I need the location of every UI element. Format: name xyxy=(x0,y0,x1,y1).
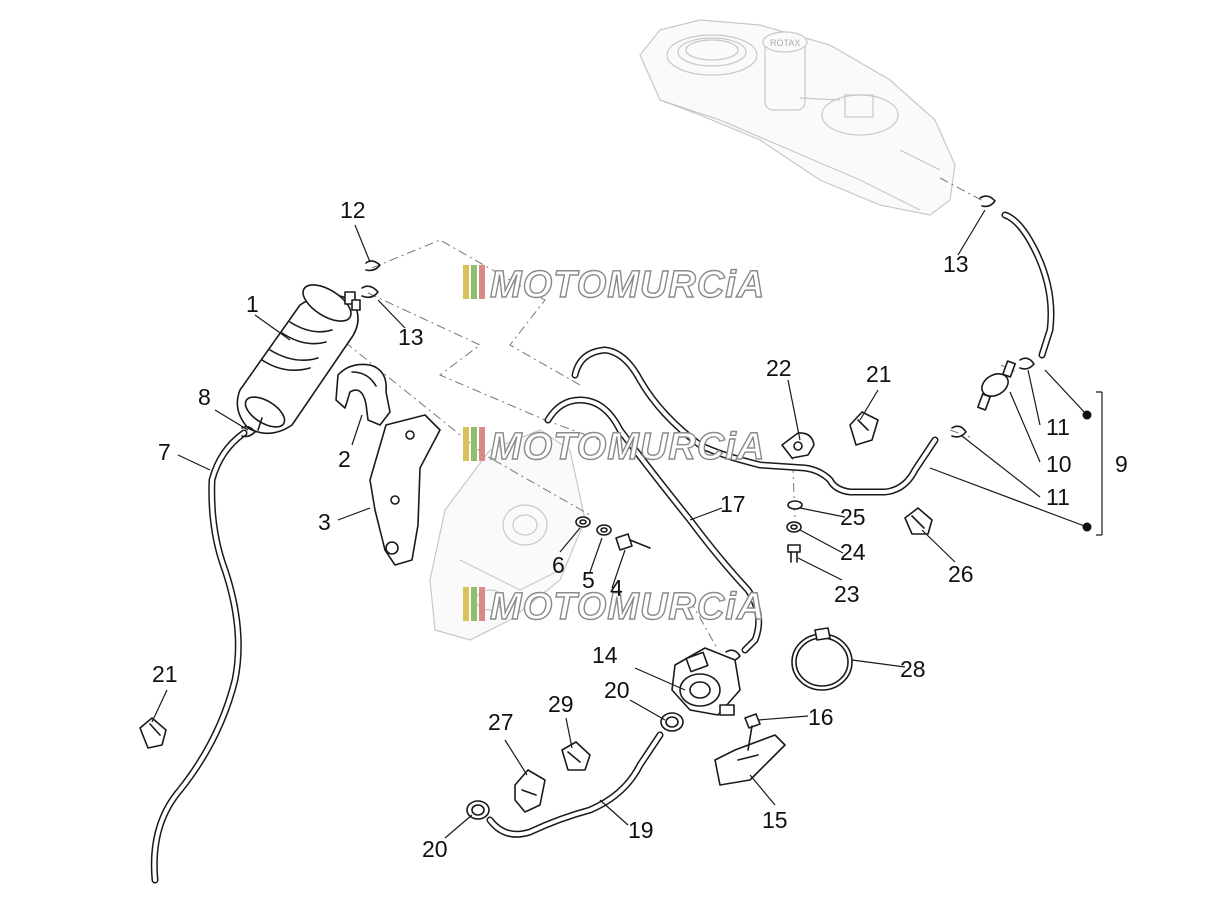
fuel-tank-ghost: ROTAX xyxy=(639,19,956,216)
callout-1: 1 xyxy=(246,291,259,317)
clip-part-29 xyxy=(561,741,591,771)
clamp-part-21a xyxy=(139,717,167,749)
callout-6: 6 xyxy=(552,552,565,578)
bracket-part-15 xyxy=(714,734,786,786)
callout-12: 12 xyxy=(340,197,366,223)
leader-lines xyxy=(151,209,1103,839)
callout-22: 22 xyxy=(766,355,792,381)
valve-part-10 xyxy=(977,360,1016,411)
callout-25: 25 xyxy=(840,504,866,530)
fastener-part-25 xyxy=(787,500,803,510)
callout-17: 17 xyxy=(720,491,746,517)
clip-8 xyxy=(241,425,256,438)
clip-part-26 xyxy=(904,507,933,535)
callout-13-left: 13 xyxy=(398,324,424,350)
callout-9: 9 xyxy=(1115,451,1128,477)
callout-labels: 1 2 3 4 5 6 7 8 9 10 11 11 12 13 13 14 1… xyxy=(152,197,1128,862)
watermark-text: MOTOMURCiA xyxy=(490,264,765,306)
callout-10: 10 xyxy=(1046,451,1072,477)
callout-5: 5 xyxy=(582,567,595,593)
hose-part-19 xyxy=(486,731,664,838)
clamp-part-20a xyxy=(466,800,490,820)
clamp-part-2 xyxy=(335,363,391,426)
fastener-part-23 xyxy=(787,544,801,563)
bracket-part-3 xyxy=(369,414,441,566)
hose-part-17 xyxy=(544,346,939,654)
callout-4: 4 xyxy=(610,575,623,601)
washer-part-5 xyxy=(596,524,612,536)
band-clamp-part-28 xyxy=(791,627,853,691)
hose-part-7 xyxy=(150,429,248,884)
washer-part-6 xyxy=(575,516,591,528)
callout-21-left: 21 xyxy=(152,661,178,687)
callout-7: 7 xyxy=(158,439,171,465)
watermark-bottom: MOTOMURCiA xyxy=(463,585,765,629)
hose-part-9 xyxy=(1001,211,1055,359)
solenoid-valve-part-14 xyxy=(671,647,741,716)
callout-13-right: 13 xyxy=(943,251,969,277)
callout-14: 14 xyxy=(592,642,618,668)
bracket-dot-bottom xyxy=(1082,522,1092,532)
callout-20-lower: 20 xyxy=(422,836,448,862)
fastener-part-24 xyxy=(786,521,802,533)
callout-23: 23 xyxy=(834,581,860,607)
clip-11b xyxy=(951,425,967,438)
callout-29: 29 xyxy=(548,691,574,717)
callout-15: 15 xyxy=(762,807,788,833)
callout-19: 19 xyxy=(628,817,654,843)
clamp-part-21b xyxy=(849,411,879,446)
bolt-part-4 xyxy=(615,533,651,551)
canister-part-1 xyxy=(236,284,361,435)
clamp-part-20b xyxy=(660,712,684,732)
callout-28: 28 xyxy=(900,656,926,682)
clamp-part-22 xyxy=(781,432,815,459)
callout-20-upper: 20 xyxy=(604,677,630,703)
callout-26: 26 xyxy=(948,561,974,587)
callout-11-lower: 11 xyxy=(1046,484,1070,510)
bolt-part-16 xyxy=(744,713,761,751)
clip-part-27 xyxy=(514,769,546,813)
clip-11a xyxy=(1019,357,1035,370)
watermark-text: MOTOMURCiA xyxy=(490,426,765,468)
watermark-top: MOTOMURCiA xyxy=(463,263,765,307)
callout-27: 27 xyxy=(488,709,514,735)
callout-24: 24 xyxy=(840,539,866,565)
watermark-text: MOTOMURCiA xyxy=(490,586,765,628)
bracket-dot-top xyxy=(1082,410,1092,420)
callout-3: 3 xyxy=(318,509,331,535)
callout-2: 2 xyxy=(338,446,351,472)
tank-cap-label: ROTAX xyxy=(770,38,800,48)
clip-13a xyxy=(361,285,379,299)
callout-16: 16 xyxy=(808,704,834,730)
callout-11-upper: 11 xyxy=(1046,414,1070,440)
watermark-middle: MOTOMURCiA xyxy=(463,425,765,469)
callout-8: 8 xyxy=(198,384,211,410)
clip-13b xyxy=(979,195,996,208)
callout-21-right: 21 xyxy=(866,361,892,387)
